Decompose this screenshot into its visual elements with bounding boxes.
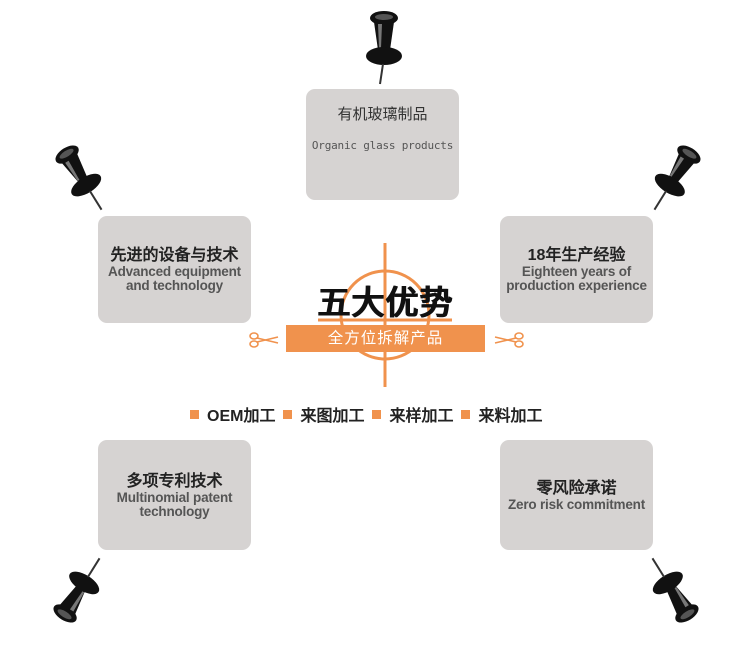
card-title-en-line2: production experience	[506, 278, 647, 293]
center-title: 五大优势	[317, 283, 453, 322]
services-list: OEM加工 来图加工 来样加工 来料加工	[190, 403, 551, 425]
card-title-zh: 有机玻璃制品	[337, 105, 428, 123]
service-label: 来样加工	[389, 408, 454, 425]
service-item: 来图加工	[283, 402, 364, 426]
service-label: 来图加工	[300, 408, 365, 425]
card-title-en-line1: Advanced equipment	[108, 264, 241, 279]
card-title-zh: 18年生产经验	[527, 247, 626, 264]
pushpin-right-lower-icon	[651, 557, 699, 623]
pushpin-top-icon	[366, 11, 402, 85]
card-production-experience: 18年生产经验 Eighteen years of production exp…	[500, 216, 653, 323]
card-title-zh: 先进的设备与技术	[110, 247, 239, 264]
bullet-square-icon	[372, 409, 382, 419]
pushpin-right-upper-icon	[653, 145, 701, 211]
card-title-en: Organic glass products	[311, 139, 454, 152]
card-organic-glass: 有机玻璃制品 Organic glass products	[306, 89, 459, 200]
card-title-en-line1: Eighteen years of	[521, 264, 632, 279]
bullet-square-icon	[190, 409, 199, 419]
card-title-en-line1: Multinomial patent	[116, 489, 233, 505]
card-title-zh: 多项专利技术	[126, 472, 223, 490]
bullet-square-icon	[283, 409, 293, 419]
card-title-en-line2: technology	[139, 503, 210, 519]
service-item: OEM加工	[190, 402, 275, 426]
service-label: 来料加工	[478, 408, 543, 425]
scissors-right-icon	[494, 332, 524, 348]
service-item: 来料加工	[461, 402, 543, 426]
bullet-square-icon	[461, 409, 471, 419]
card-zero-risk: 零风险承诺 Zero risk commitment	[500, 440, 653, 550]
scissors-left-icon	[249, 332, 279, 348]
service-label: OEM加工	[207, 408, 276, 425]
crosshair-target-icon	[318, 243, 452, 387]
card-title-en-line2: and technology	[126, 278, 223, 293]
center-subtitle-banner: 全方位拆解产品	[286, 325, 485, 352]
card-title-en-line1: Zero risk commitment	[507, 496, 646, 512]
card-advanced-equipment: 先进的设备与技术 Advanced equipment and technolo…	[98, 216, 251, 323]
card-title-zh: 零风险承诺	[536, 479, 617, 497]
pushpin-left-lower-icon	[53, 557, 101, 623]
pushpin-left-upper-icon	[55, 145, 103, 211]
card-patent-technology: 多项专利技术 Multinomial patent technology	[98, 440, 251, 550]
service-item: 来样加工	[372, 402, 453, 426]
